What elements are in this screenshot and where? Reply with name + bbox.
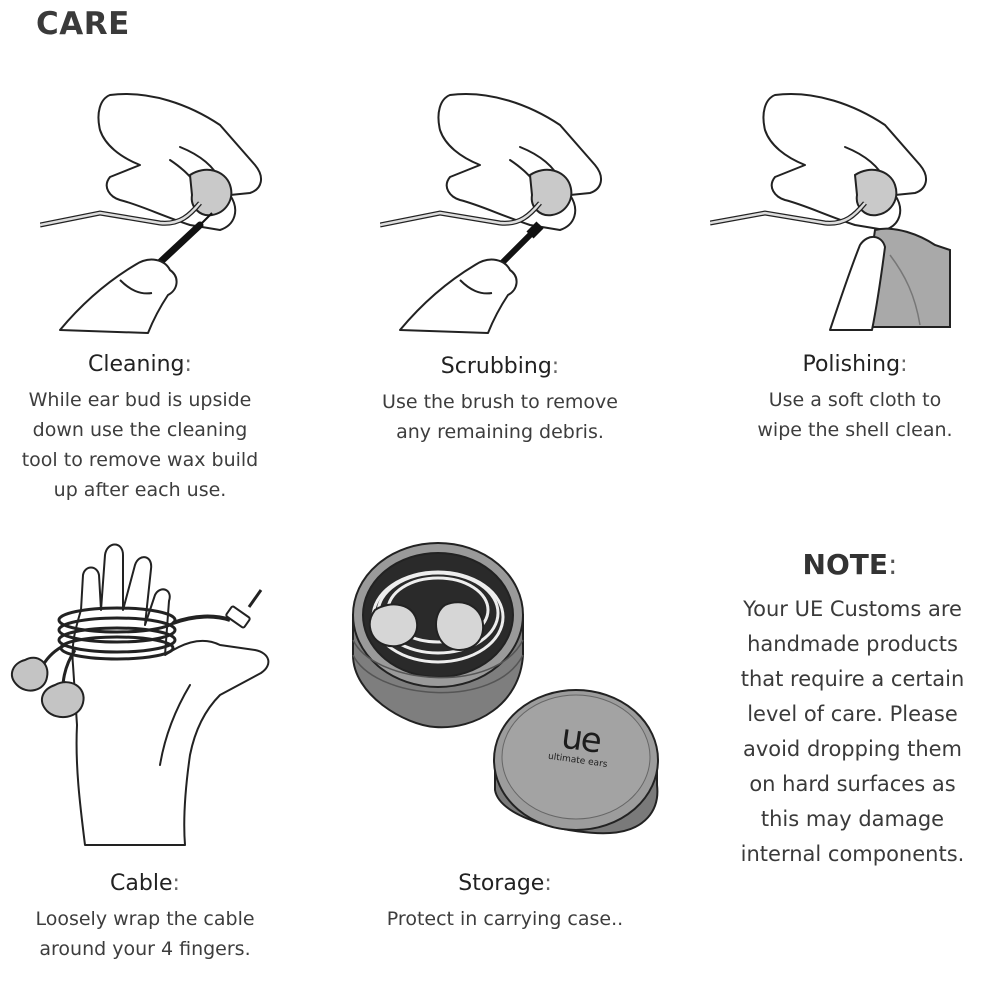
hand-cloth-icon: [710, 85, 955, 335]
note-heading-text: NOTE: [803, 548, 888, 581]
step-heading-colon: :: [552, 354, 559, 379]
step-heading-colon: :: [173, 871, 180, 896]
step-heading: Cable:: [20, 871, 270, 896]
step-heading-colon: :: [900, 352, 907, 377]
step-polishing: Polishing: Use a soft cloth to wipe the …: [735, 352, 975, 445]
carrying-case-icon: [345, 535, 665, 845]
step-heading: Storage:: [375, 871, 635, 896]
step-scrubbing: Scrubbing: Use the brush to remove any r…: [375, 354, 625, 447]
hand-cleaning-tool-icon: [40, 85, 280, 335]
step-description: Use the brush to remove any remaining de…: [375, 387, 625, 447]
step-heading-text: Storage: [458, 871, 544, 896]
step-heading-text: Cable: [110, 871, 172, 896]
step-description: Use a soft cloth to wipe the shell clean…: [735, 385, 975, 445]
step-heading: Polishing:: [735, 352, 975, 377]
note-heading-colon: :: [888, 548, 897, 581]
step-heading-colon: :: [185, 352, 192, 377]
step-description: While ear bud is upside down use the cle…: [15, 385, 265, 505]
hand-brush-icon: [380, 85, 620, 335]
page-title: CARE: [36, 6, 130, 42]
step-cleaning: Cleaning: While ear bud is upside down u…: [15, 352, 265, 505]
step-cable: Cable: Loosely wrap the cable around you…: [20, 871, 270, 964]
step-description: Loosely wrap the cable around your 4 fin…: [20, 904, 270, 964]
step-heading-text: Cleaning: [88, 352, 184, 377]
step-description: Protect in carrying case..: [375, 904, 635, 934]
step-heading: Scrubbing:: [375, 354, 625, 379]
note-body: Your UE Customs are handmade products th…: [720, 592, 985, 872]
step-storage: Storage: Protect in carrying case..: [375, 871, 635, 934]
note-heading: NOTE:: [740, 548, 960, 581]
step-heading-text: Scrubbing: [441, 354, 552, 379]
step-heading-colon: :: [544, 871, 551, 896]
step-heading: Cleaning:: [15, 352, 265, 377]
hand-cable-wrap-icon: [5, 535, 280, 850]
step-heading-text: Polishing: [802, 352, 900, 377]
